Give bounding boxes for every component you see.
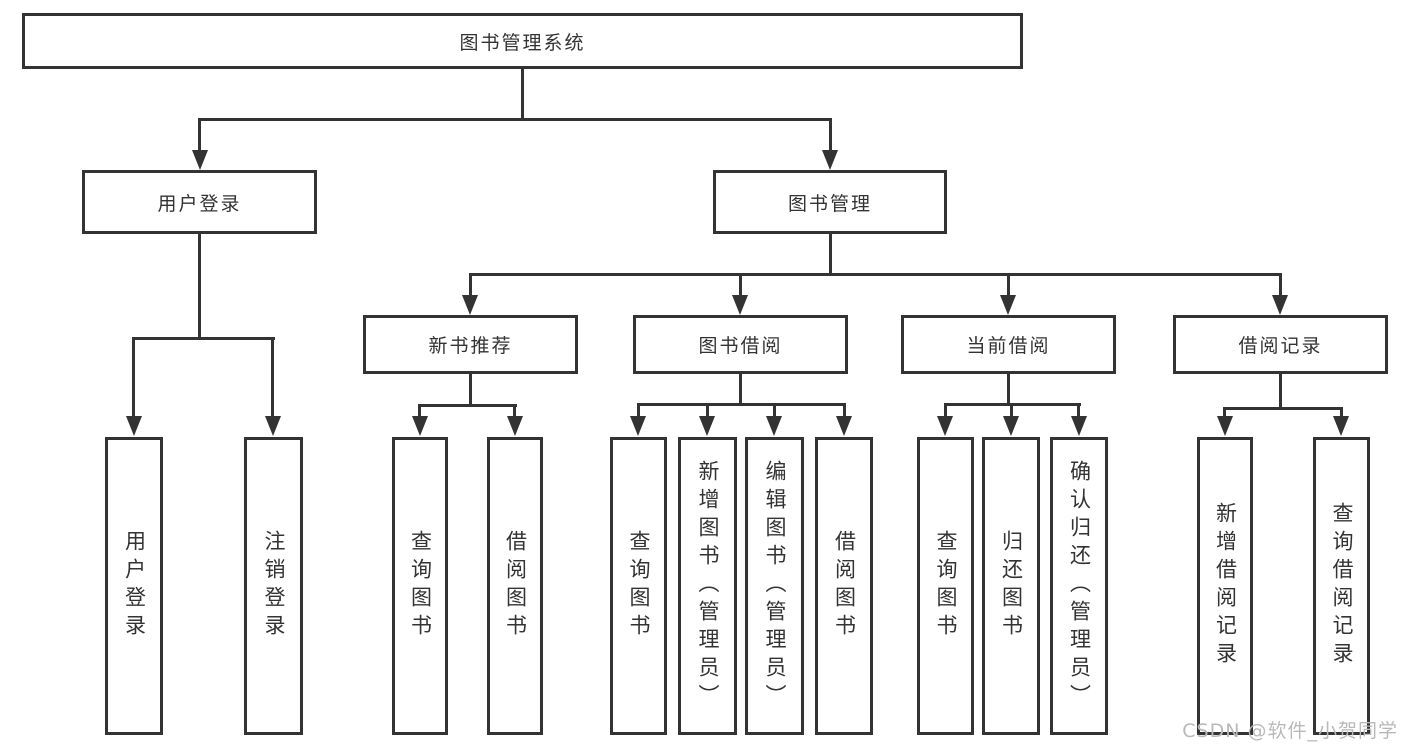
connector-line bbox=[1007, 373, 1010, 406]
connector-line bbox=[1077, 403, 1080, 419]
node-current-borrowing: 当前借阅 bbox=[901, 315, 1116, 374]
arrow-down-icon bbox=[462, 295, 478, 315]
node-borrowing-records: 借阅记录 bbox=[1173, 315, 1388, 374]
node-label: 图书管理系统 bbox=[459, 31, 586, 54]
node-label: 用户登录 bbox=[122, 530, 147, 642]
leaf-query-borrow-record: 查询借阅记录 bbox=[1313, 437, 1370, 735]
connector-line bbox=[1223, 407, 1343, 410]
connector-line bbox=[739, 273, 742, 297]
connector-line bbox=[132, 337, 275, 340]
node-label: 当前借阅 bbox=[966, 335, 1051, 357]
leaf-borrow-books-borrowing: 借阅图书 bbox=[815, 437, 873, 735]
connector-line bbox=[1007, 273, 1010, 297]
connector-line bbox=[1279, 373, 1282, 410]
connector-line bbox=[1223, 407, 1226, 419]
connector-line bbox=[198, 118, 201, 152]
node-label: 确认归还（管理员） bbox=[1067, 460, 1092, 712]
node-label: 借阅图书 bbox=[832, 530, 857, 642]
csdn-watermark: CSDN @软件_小贺同学 bbox=[1182, 720, 1398, 742]
node-label: 借阅图书 bbox=[503, 530, 528, 642]
connector-line bbox=[739, 373, 742, 406]
arrow-down-icon bbox=[1003, 416, 1019, 436]
node-user-login: 用户登录 bbox=[82, 170, 317, 234]
node-book-management: 图书管理 bbox=[713, 170, 947, 234]
connector-line bbox=[843, 403, 846, 419]
node-label: 新书推荐 bbox=[428, 335, 513, 357]
arrow-down-icon bbox=[1217, 416, 1233, 436]
connector-line bbox=[1010, 403, 1013, 419]
connector-line bbox=[1279, 273, 1282, 297]
node-label: 借阅记录 bbox=[1238, 335, 1323, 357]
leaf-return-book: 归还图书 bbox=[982, 437, 1040, 735]
node-new-book-recommendation: 新书推荐 bbox=[363, 315, 578, 374]
connector-line bbox=[469, 273, 1282, 276]
connector-line bbox=[132, 337, 135, 419]
node-label: 查询图书 bbox=[934, 530, 958, 642]
node-label: 编辑图书（管理员） bbox=[763, 460, 787, 712]
node-library-management-system: 图书管理系统 bbox=[22, 13, 1023, 69]
node-label: 查询图书 bbox=[627, 530, 651, 642]
leaf-user-login: 用户登录 bbox=[105, 437, 163, 735]
leaf-borrow-books-recommend: 借阅图书 bbox=[487, 437, 543, 735]
arrow-down-icon bbox=[699, 416, 715, 436]
arrow-down-icon bbox=[1272, 295, 1288, 315]
leaf-confirm-return-admin: 确认归还（管理员） bbox=[1050, 437, 1108, 735]
node-label: 新增借阅记录 bbox=[1213, 502, 1238, 670]
node-label: 注销登录 bbox=[262, 530, 286, 642]
arrow-down-icon bbox=[507, 416, 523, 436]
connector-line bbox=[198, 118, 832, 121]
connector-line bbox=[198, 233, 201, 340]
leaf-add-book-admin: 新增图书（管理员） bbox=[678, 437, 737, 735]
leaf-edit-book-admin: 编辑图书（管理员） bbox=[745, 437, 804, 735]
arrow-down-icon bbox=[732, 295, 748, 315]
node-label: 查询图书 bbox=[408, 530, 433, 642]
connector-line bbox=[637, 403, 640, 419]
arrow-down-icon bbox=[1071, 416, 1087, 436]
connector-line bbox=[469, 373, 472, 407]
node-label: 归还图书 bbox=[999, 530, 1024, 642]
connector-line bbox=[513, 404, 516, 419]
leaf-query-books-current: 查询图书 bbox=[917, 437, 974, 735]
connector-line bbox=[418, 404, 421, 419]
connector-line bbox=[944, 403, 947, 419]
connector-line bbox=[271, 337, 274, 419]
arrow-down-icon bbox=[126, 416, 142, 436]
node-label: 查询借阅记录 bbox=[1330, 502, 1354, 670]
arrow-down-icon bbox=[1333, 416, 1349, 436]
node-label: 图书借阅 bbox=[698, 335, 783, 357]
connector-line bbox=[829, 118, 832, 152]
node-label: 用户登录 bbox=[157, 192, 242, 215]
connector-line bbox=[706, 403, 709, 419]
leaf-add-borrow-record: 新增借阅记录 bbox=[1197, 437, 1253, 735]
leaf-query-books-recommend: 查询图书 bbox=[392, 437, 448, 735]
arrow-down-icon bbox=[822, 150, 838, 170]
connector-line bbox=[1340, 407, 1343, 419]
connector-line bbox=[829, 233, 832, 276]
node-label: 新增图书（管理员） bbox=[696, 460, 720, 712]
connector-line bbox=[418, 404, 517, 407]
arrow-down-icon bbox=[630, 416, 646, 436]
connector-line bbox=[469, 273, 472, 297]
arrow-down-icon bbox=[412, 416, 428, 436]
leaf-query-books-borrowing: 查询图书 bbox=[610, 437, 667, 735]
arrow-down-icon bbox=[937, 416, 953, 436]
connector-line bbox=[637, 403, 846, 406]
arrow-down-icon bbox=[766, 416, 782, 436]
connector-line bbox=[521, 69, 524, 121]
arrow-down-icon bbox=[836, 416, 852, 436]
arrow-down-icon bbox=[265, 416, 281, 436]
arrow-down-icon bbox=[1000, 295, 1016, 315]
node-book-borrowing: 图书借阅 bbox=[633, 315, 848, 374]
arrow-down-icon bbox=[192, 150, 208, 170]
connector-line bbox=[773, 403, 776, 419]
node-label: 图书管理 bbox=[787, 192, 872, 215]
leaf-logout: 注销登录 bbox=[244, 437, 303, 735]
